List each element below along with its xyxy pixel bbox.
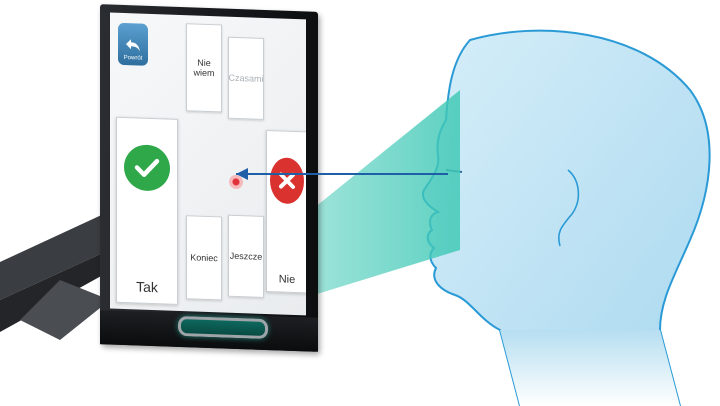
tile-label: Nie wiem bbox=[193, 57, 215, 79]
tile-label: Czasami bbox=[228, 72, 264, 84]
tile-nie-wiem[interactable]: Nie wiem bbox=[186, 23, 222, 113]
back-arrow-icon bbox=[126, 39, 140, 52]
eye-tracker-device bbox=[178, 315, 268, 340]
head-silhouette bbox=[422, 29, 711, 406]
aac-screen: Powrót Nie wiem Czasami Tak Nie bbox=[110, 12, 306, 316]
yes-circle bbox=[124, 144, 170, 192]
monitor: Powrót Nie wiem Czasami Tak Nie bbox=[100, 4, 318, 352]
tile-czasami[interactable]: Czasami bbox=[228, 36, 264, 120]
tile-koniec[interactable]: Koniec bbox=[186, 215, 222, 301]
back-button-label: Powrót bbox=[123, 55, 143, 62]
tile-jeszcze[interactable]: Jeszcze bbox=[228, 214, 264, 298]
checkmark-icon bbox=[134, 158, 160, 177]
yes-label: Tak bbox=[136, 278, 158, 296]
cross-icon bbox=[279, 172, 295, 189]
gaze-point bbox=[229, 174, 243, 190]
yes-tile[interactable]: Tak bbox=[116, 116, 178, 305]
mount-arm bbox=[0, 212, 118, 340]
no-circle bbox=[270, 157, 304, 205]
back-button[interactable]: Powrót bbox=[118, 22, 148, 66]
no-tile[interactable]: Nie bbox=[266, 129, 306, 294]
no-label: Nie bbox=[278, 273, 296, 287]
tile-label: Koniec bbox=[190, 252, 218, 264]
tile-label: Jeszcze bbox=[229, 250, 263, 262]
